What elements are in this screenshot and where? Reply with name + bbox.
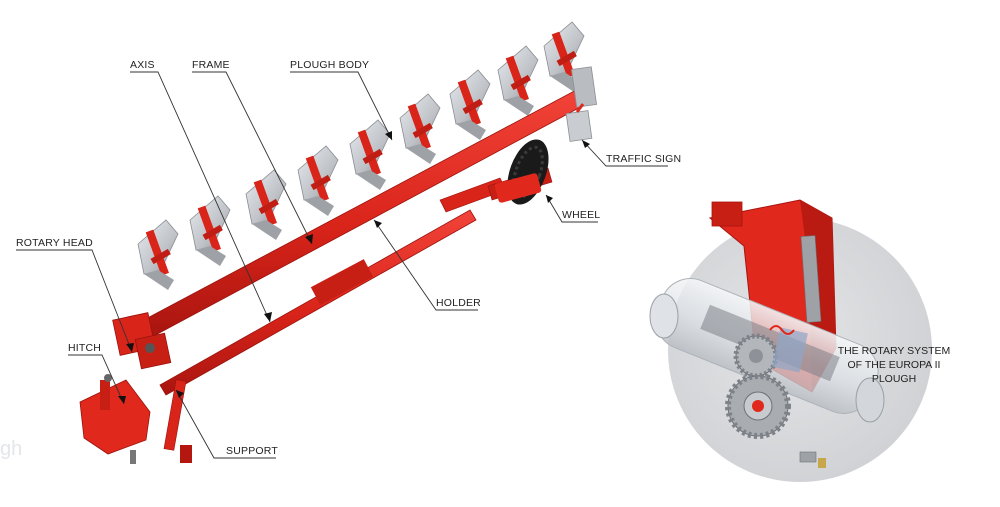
wheel-callout-line [545,194,598,223]
label-axis: AXIS [130,59,155,71]
callout-lines [16,71,668,459]
holder-callout-line [373,219,478,311]
wheel [494,139,549,205]
axis-callout-line [130,71,271,323]
inset-caption-line-1: THE ROTARY SYSTEM [838,345,951,357]
label-plough-body: PLOUGH BODY [290,59,369,71]
holder-block [310,259,374,305]
label-rotary-head: ROTARY HEAD [16,237,93,249]
inset-gear-large [725,373,791,439]
plough-machine [79,21,597,464]
label-traffic-sign: TRAFFIC SIGN [606,153,681,165]
frame-callout-line [192,71,313,245]
label-frame: FRAME [192,59,230,71]
plough-bodies [137,21,585,290]
label-support: SUPPORT [226,445,278,457]
label-holder: HOLDER [436,297,481,309]
hitch-callout-line [68,354,125,405]
traffic-sign [565,66,597,142]
label-hitch: HITCH [68,342,101,354]
rotary-system-inset [649,199,932,482]
watermark-text: gh [0,438,22,460]
support-callout-line [175,389,276,459]
label-wheel: WHEEL [562,209,600,221]
hitch [79,374,151,464]
traffic-sign-callout-line [581,139,668,167]
plough-body-callout-line [290,71,393,141]
inset-caption-line-2: OF THE EUROPA II [848,359,941,371]
rotary-head-callout-line [16,249,133,353]
inset-caption-line-3: PLOUGH [872,373,916,385]
inset-gear-small [733,333,779,379]
rotary-head [112,312,172,370]
callout-arrowheads [118,131,590,404]
